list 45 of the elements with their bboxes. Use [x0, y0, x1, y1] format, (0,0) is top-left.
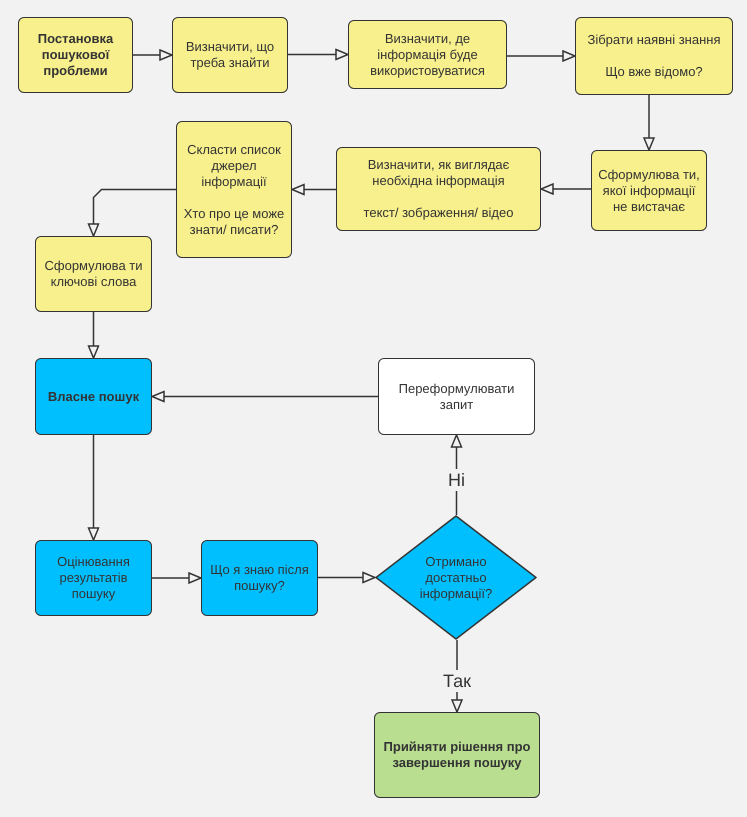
arrow: [152, 572, 202, 584]
process-box: [172, 17, 288, 93]
edge-label: Ні: [446, 469, 467, 491]
arrow: [288, 48, 349, 60]
process-box: [336, 147, 541, 231]
node-text: текст/ зображення/ відео: [364, 205, 514, 221]
process-box: [201, 540, 318, 616]
node-text: Сформулюва ти, якої інформації не вистачає: [598, 166, 700, 214]
arrow: [540, 183, 591, 195]
node-text: Прийняти рішення про завершення пошуку: [382, 739, 532, 771]
process-box: [378, 358, 535, 435]
process-box: [575, 17, 733, 95]
edge-label: Так: [440, 670, 474, 692]
arrow: [133, 49, 173, 61]
process-box: [35, 236, 152, 312]
node-text: Що вже відомо?: [605, 64, 703, 80]
arrow: [450, 434, 462, 515]
node-text: Оцінювання результатів пошуку: [56, 554, 131, 602]
process-box: [35, 540, 152, 616]
arrow: [88, 312, 100, 359]
node-text: Переформулювати запит: [398, 380, 516, 412]
arrow: [151, 390, 378, 402]
node-text: Що я знаю після пошуку?: [209, 562, 310, 594]
node-text: Визначити, як виглядає необхідна інформація: [366, 157, 510, 189]
process-box: [591, 150, 707, 231]
process-box: [35, 358, 152, 435]
node-text: Сформулюва ти ключові слова: [44, 258, 144, 290]
process-box: [374, 712, 540, 798]
node-text: Скласти список джерел інформації: [186, 142, 282, 190]
node-text: Зібрати наявні знання: [588, 32, 720, 48]
process-box: [18, 17, 133, 93]
arrow: [88, 435, 100, 541]
arrow: [318, 572, 376, 584]
arrow: [291, 184, 336, 196]
arrow: [643, 95, 655, 151]
process-box: [348, 20, 507, 89]
node-text: Визначити, де інформація буде використовуватися: [369, 30, 486, 78]
process-box: [176, 121, 292, 258]
node-text: Хто про це може знати/ писати?: [183, 206, 285, 238]
node-text: Визначити, що треба знайти: [184, 39, 276, 71]
arrow: [507, 50, 576, 62]
node-text: Отримано достатньо інформації?: [418, 554, 494, 602]
node-text: Власне пошук: [48, 388, 140, 404]
node-text: Постановка пошукової проблеми: [36, 31, 114, 79]
arrow: [88, 188, 176, 237]
